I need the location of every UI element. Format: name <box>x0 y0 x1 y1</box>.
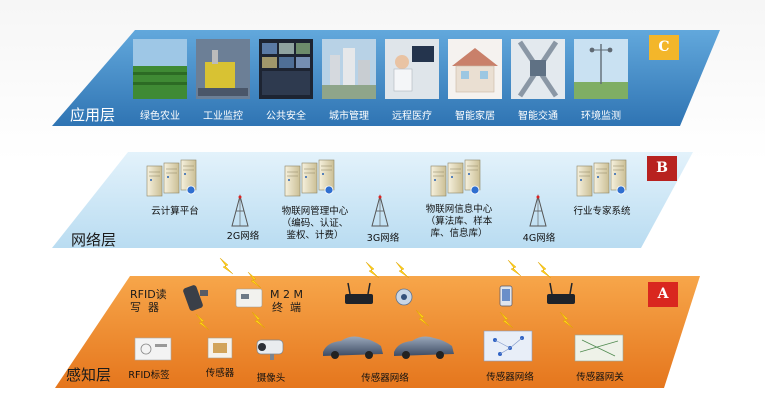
device-rfid-reader: RFID读 写 器 <box>130 288 167 314</box>
layer-badge-application: C <box>649 35 679 60</box>
net-link-3g: 3G网络 <box>366 233 400 244</box>
m2m-terminal-icon <box>235 288 263 308</box>
lightning-bolt-icon <box>507 259 522 277</box>
tag-icon <box>134 337 172 361</box>
chip-icon <box>207 337 233 359</box>
weather-station-photo <box>574 39 628 99</box>
sense-label-sensor-network: 传感器网络 <box>486 372 534 383</box>
industry-photo <box>196 39 250 99</box>
rfid-reader-icon <box>183 285 208 311</box>
network-band <box>52 152 693 248</box>
cctv-wall-photo <box>259 39 313 99</box>
sense-label-camera: 摄像头 <box>256 373 286 384</box>
app-label-telemedicine: 远程医疗 <box>392 111 432 122</box>
lightning-bolt-icon <box>537 261 552 279</box>
network-map-icon <box>483 330 533 362</box>
traffic-photo <box>511 39 565 99</box>
sense-label-rfid-tag: RFID标签 <box>128 370 170 381</box>
app-label-city-management: 城市管理 <box>329 111 369 122</box>
app-label-smart-traffic: 智能交通 <box>518 111 558 122</box>
field-photo <box>133 39 187 99</box>
app-label-environment: 环境监测 <box>581 111 621 122</box>
smart-home-photo <box>448 39 502 99</box>
sense-label-sensor-gateway: 传感器网关 <box>576 372 624 383</box>
layer-name-network: 网络层 <box>71 231 117 249</box>
sensor-icon <box>395 288 413 306</box>
telemedicine-photo <box>385 39 439 99</box>
router-icon <box>345 282 373 304</box>
phone-icon <box>499 285 513 307</box>
layer-name-application: 应用层 <box>70 106 116 124</box>
layer-badge-perception: A <box>648 282 678 307</box>
lightning-bolt-icon <box>395 261 410 279</box>
net-node-management: 物联网管理中心 （编码、认证、 鉴权、计费） <box>281 206 349 241</box>
perception-band <box>55 276 700 388</box>
camera-icon <box>256 339 284 360</box>
city-photo <box>322 39 376 99</box>
lightning-bolt-icon <box>219 257 234 275</box>
app-label-smart-home: 智能家居 <box>455 111 495 122</box>
net-node-information: 物联网信息中心 （算法库、样本 库、信息库） <box>425 204 493 239</box>
net-link-4g: 4G网络 <box>522 233 556 244</box>
net-node-cloud: 云计算平台 <box>151 206 199 217</box>
layer-name-perception: 感知层 <box>66 366 112 384</box>
layer-badge-network: B <box>647 156 677 181</box>
device-m2m-terminal: M 2 M 终 端 <box>270 288 303 314</box>
router-icon <box>547 282 575 304</box>
sense-label-sensor: 传感器 <box>205 368 235 379</box>
app-label-public-safety: 公共安全 <box>266 111 306 122</box>
lightning-bolt-icon <box>365 261 380 279</box>
network-map-icon <box>574 334 624 362</box>
net-link-2g: 2G网络 <box>226 231 260 242</box>
app-label-agriculture: 绿色农业 <box>140 111 180 122</box>
app-label-industry: 工业监控 <box>203 111 243 122</box>
net-node-expert: 行业专家系统 <box>573 206 631 217</box>
sense-label-sensor-network: 传感器网络 <box>361 373 409 384</box>
